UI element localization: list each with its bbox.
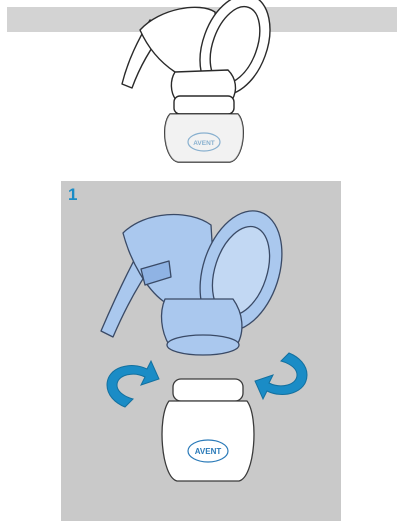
rotate-arrow-right-icon [255, 353, 307, 399]
step-panel: 1 AVENT [61, 181, 341, 521]
rotate-arrow-left-icon [107, 361, 159, 407]
disassembly-illustration: AVENT [61, 181, 341, 521]
avent-logo: AVENT [195, 447, 222, 456]
assembled-pump-illustration: AVENT [0, 0, 401, 170]
